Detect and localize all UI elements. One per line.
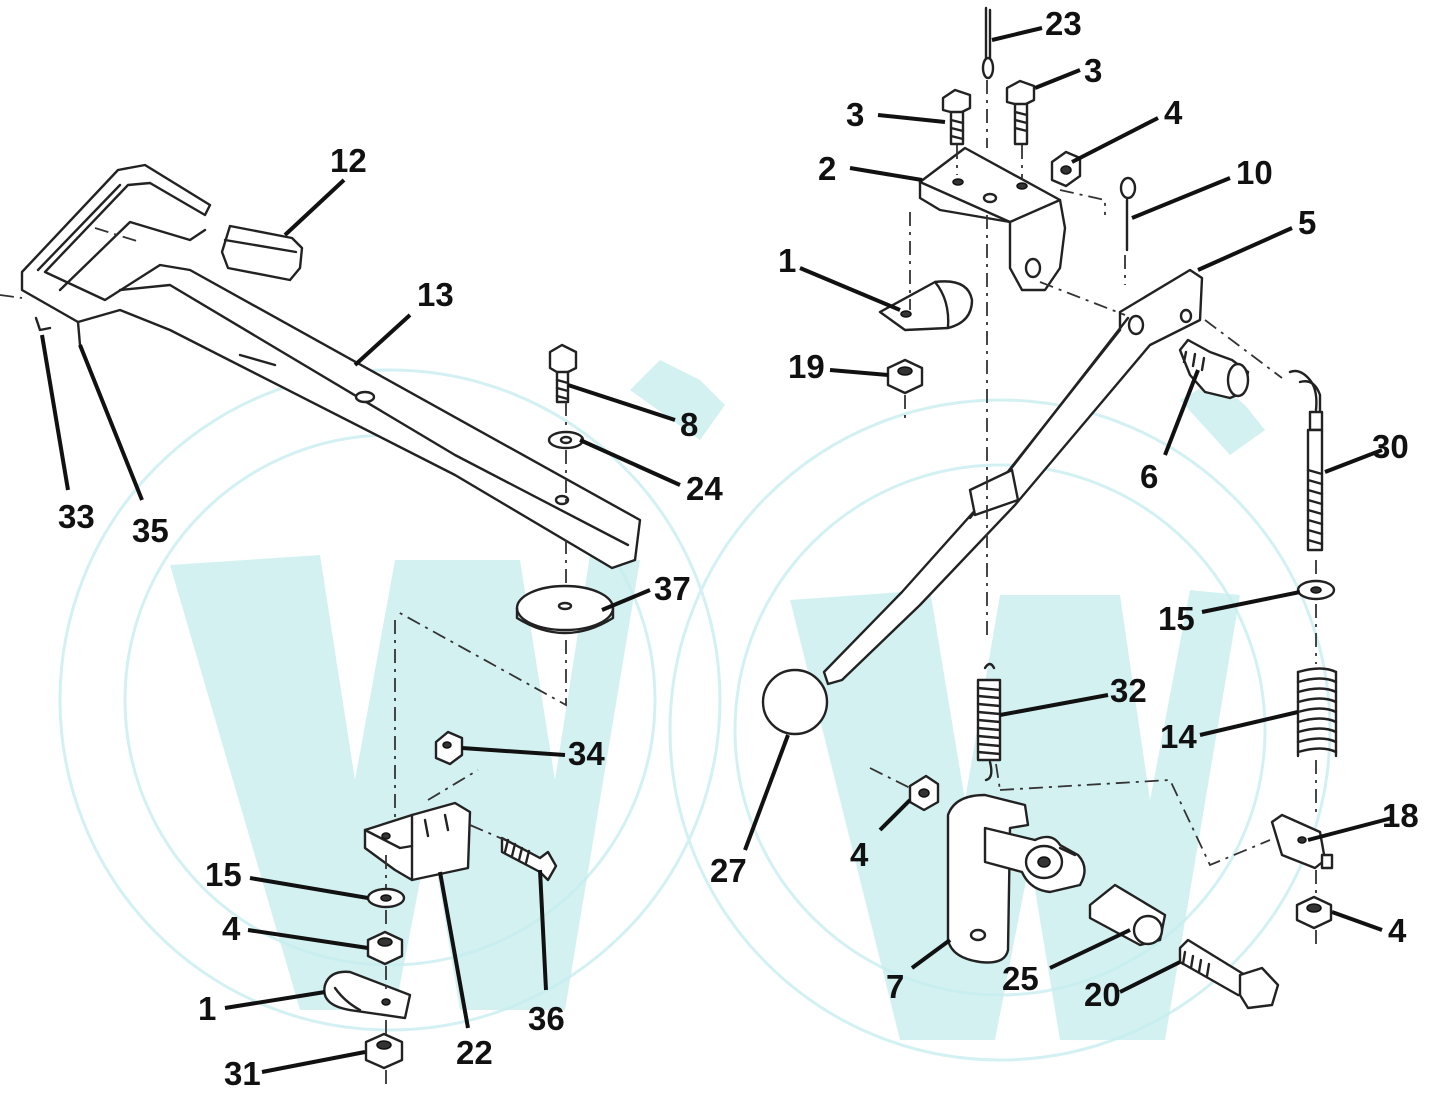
nut-4-mid	[908, 774, 940, 812]
callout-numbers: 23 3 3 4 2 10 5 1 19 6 30 12 13 8 24 33 …	[58, 5, 1419, 1092]
rod-30	[1288, 369, 1324, 552]
clip-1-left	[323, 970, 412, 1020]
callout-27: 27	[710, 852, 747, 889]
callout-4: 4	[1164, 94, 1183, 131]
callout-10: 10	[1236, 154, 1273, 191]
callout-7: 7	[886, 968, 904, 1005]
cotter-pin-10	[1119, 176, 1137, 252]
callout-15: 15	[205, 856, 242, 893]
callout-2: 2	[818, 150, 836, 187]
callout-5: 5	[1298, 204, 1316, 241]
callout-3: 3	[846, 96, 864, 133]
callout-37: 37	[654, 570, 691, 607]
spacer-25	[1088, 883, 1167, 947]
callout-30: 30	[1372, 428, 1409, 465]
brake-lever-13	[20, 163, 642, 570]
screw-36	[500, 836, 558, 882]
callout-22: 22	[456, 1034, 493, 1071]
callout-36: 36	[528, 1000, 565, 1037]
shoulder-bolt-6	[1178, 338, 1250, 400]
callout-3: 3	[1084, 52, 1102, 89]
cotter-pin-23	[981, 6, 995, 80]
callout-33: 33	[58, 498, 95, 535]
callout-18: 18	[1382, 797, 1419, 834]
nut-4-bottom	[1295, 895, 1333, 930]
washer-24	[547, 430, 585, 450]
callout-13: 13	[417, 276, 454, 313]
knob-27	[761, 668, 829, 736]
lever-5	[822, 268, 1204, 686]
washer-15-right	[1296, 579, 1336, 601]
washer-37	[515, 584, 615, 635]
callout-leaders	[40, 26, 1393, 1074]
bolt-8	[548, 343, 578, 404]
swivel-18	[1270, 813, 1334, 870]
callout-15: 15	[1158, 600, 1195, 637]
pedal-pad-12	[220, 224, 304, 282]
callout-20: 20	[1084, 976, 1121, 1013]
bolt-3-right	[1005, 79, 1036, 146]
callout-32: 32	[1110, 672, 1147, 709]
callout-25: 25	[1002, 960, 1039, 997]
callout-35: 35	[132, 512, 169, 549]
nut-4-left	[366, 930, 404, 966]
callout-8: 8	[680, 406, 698, 443]
callout-6: 6	[1140, 458, 1158, 495]
callout-4: 4	[850, 836, 869, 873]
bolt-3-left	[941, 88, 972, 146]
callout-14: 14	[1160, 718, 1197, 755]
callout-24: 24	[686, 470, 723, 507]
clip-1-top	[878, 280, 974, 332]
bracket-2	[918, 146, 1067, 292]
callout-12: 12	[330, 142, 367, 179]
plate-7	[946, 793, 1086, 964]
callout-4: 4	[1388, 912, 1407, 949]
callout-34: 34	[568, 735, 605, 772]
nut-4-top	[1050, 150, 1082, 188]
callout-1: 1	[198, 990, 216, 1027]
callout-23: 23	[1045, 5, 1082, 42]
callout-31: 31	[224, 1055, 261, 1090]
right-assembly-lines	[869, 80, 1317, 945]
nut-34	[434, 730, 464, 766]
nut-19	[886, 358, 924, 395]
spring-32	[976, 662, 1002, 782]
left-assembly-lines	[0, 227, 567, 1085]
callout-1: 1	[778, 242, 796, 279]
washer-15-left	[366, 887, 406, 909]
nut-31	[364, 1032, 404, 1070]
callout-19: 19	[788, 348, 825, 385]
callout-4: 4	[222, 910, 241, 947]
bracket-22	[363, 801, 472, 882]
